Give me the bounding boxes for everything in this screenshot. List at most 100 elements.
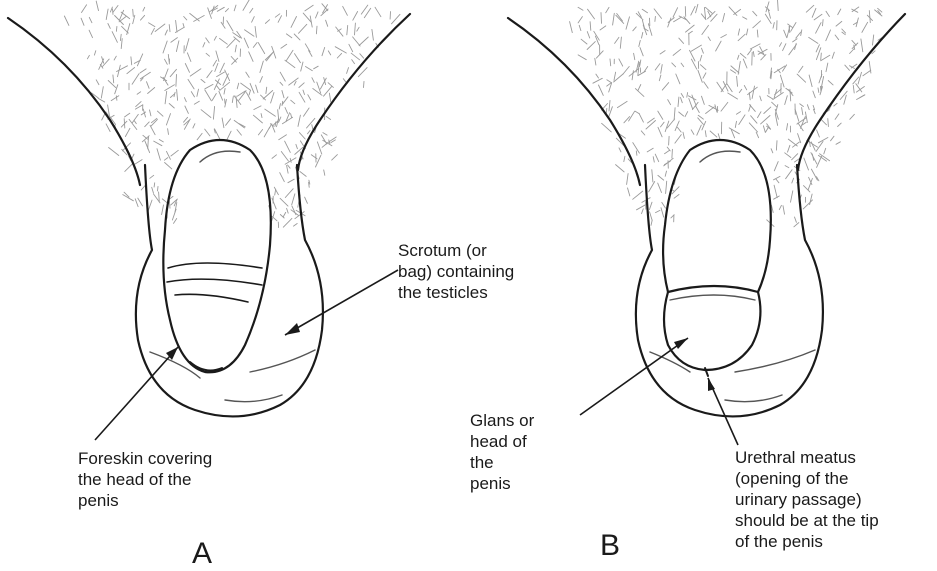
hair-strand — [743, 17, 747, 19]
hair-strand — [790, 89, 791, 101]
hair-strand — [748, 49, 752, 54]
hair-strand — [609, 100, 610, 111]
hair-strand — [638, 85, 641, 91]
hair-strand — [662, 202, 666, 208]
hair-strand — [753, 11, 757, 16]
hair-strand — [668, 100, 671, 105]
hair-strand — [587, 42, 595, 50]
glans-rim-b — [670, 295, 755, 300]
hair-strand — [721, 35, 727, 38]
hair-strand — [852, 40, 856, 45]
hair-strand — [619, 148, 621, 152]
hair-strand — [702, 96, 705, 104]
hair-strand — [659, 75, 661, 81]
hair-strand — [792, 178, 794, 183]
hair-strand — [857, 95, 865, 100]
hair-strand — [674, 195, 679, 199]
hair-strand — [675, 135, 681, 144]
hair-strand — [806, 5, 814, 12]
scrotum-detail-a — [150, 350, 315, 402]
hair-strand — [792, 154, 798, 160]
hair-strand — [753, 21, 761, 28]
hair-strand — [615, 37, 619, 43]
hair-strand — [581, 39, 587, 44]
hair-strand — [796, 32, 801, 38]
hair-strand — [578, 7, 583, 10]
hair-strand — [649, 202, 652, 209]
hair-strand — [602, 123, 612, 132]
hair-strand — [234, 5, 236, 11]
hair-strand — [786, 170, 793, 179]
hair-strand — [786, 88, 792, 93]
hair-strand — [364, 81, 365, 87]
hair-strand — [692, 95, 696, 106]
hair-strand — [772, 102, 778, 107]
hair-strand — [791, 191, 793, 202]
panel-letter-b: B — [600, 530, 620, 562]
hair-strand — [863, 70, 871, 76]
hair-strand — [738, 29, 739, 35]
hair-strand — [658, 111, 663, 119]
hair-strand — [818, 88, 819, 93]
hair-strand — [705, 131, 706, 137]
hair-strand — [679, 112, 684, 116]
hair-strand — [814, 14, 822, 20]
hair-strand — [674, 17, 682, 22]
hair-strand — [752, 86, 754, 98]
hair-strand — [676, 74, 680, 84]
hair-strand — [634, 53, 635, 59]
hair-strand — [588, 9, 595, 19]
panel-letter-a: A — [192, 538, 212, 570]
hair-strand — [623, 67, 629, 75]
hair-strand — [735, 121, 736, 127]
hair-strand — [637, 204, 647, 210]
hair-strand — [811, 153, 817, 164]
hair-strand — [776, 179, 779, 183]
hair-strand — [723, 13, 725, 21]
hair-strand — [658, 183, 662, 192]
hair-strand — [744, 86, 746, 90]
pubic-hair-a — [55, 0, 410, 230]
hair-strand — [678, 127, 682, 132]
hair-strand — [669, 136, 670, 145]
leader-glans — [580, 338, 688, 415]
hair-strand — [658, 127, 662, 137]
hair-strand — [822, 120, 827, 125]
label-scrotum: Scrotum (or bag) containing the testicle… — [398, 240, 514, 303]
hair-strand — [708, 37, 710, 41]
hair-strand — [665, 150, 670, 153]
hair-strand — [774, 176, 781, 179]
hair-strand — [702, 48, 704, 53]
hair-strand — [751, 116, 757, 124]
hair-strand — [783, 44, 786, 51]
hair-strand — [587, 32, 589, 38]
hair-strand — [593, 78, 602, 83]
hair-strand — [766, 128, 768, 132]
label-glans: Glans or head of the penis — [470, 410, 534, 494]
hair-strand — [851, 64, 857, 68]
hair-strand — [797, 74, 806, 82]
hair-strand — [813, 91, 815, 98]
hair-strand — [673, 8, 678, 17]
hair-strand — [640, 60, 641, 67]
hair-strand — [834, 103, 837, 106]
hair-strand — [794, 223, 799, 227]
hair-strand — [640, 48, 643, 56]
hair-strand — [639, 40, 641, 46]
hair-strand — [665, 171, 666, 176]
hair-strand — [596, 74, 599, 78]
hair-strand — [740, 53, 746, 58]
hair-strand — [706, 107, 715, 114]
hair-strand — [800, 104, 804, 107]
hair-strand — [579, 25, 581, 30]
hair-strand — [620, 37, 621, 48]
hair-strand — [316, 26, 317, 34]
hair-strand — [697, 125, 702, 135]
hair-strand — [785, 153, 791, 158]
hair-strand — [816, 23, 822, 34]
hair-strand — [681, 63, 684, 67]
hair-strand — [756, 132, 758, 138]
hair-strand — [113, 6, 118, 13]
hair-strand — [764, 107, 771, 113]
hair-strand — [673, 49, 681, 55]
